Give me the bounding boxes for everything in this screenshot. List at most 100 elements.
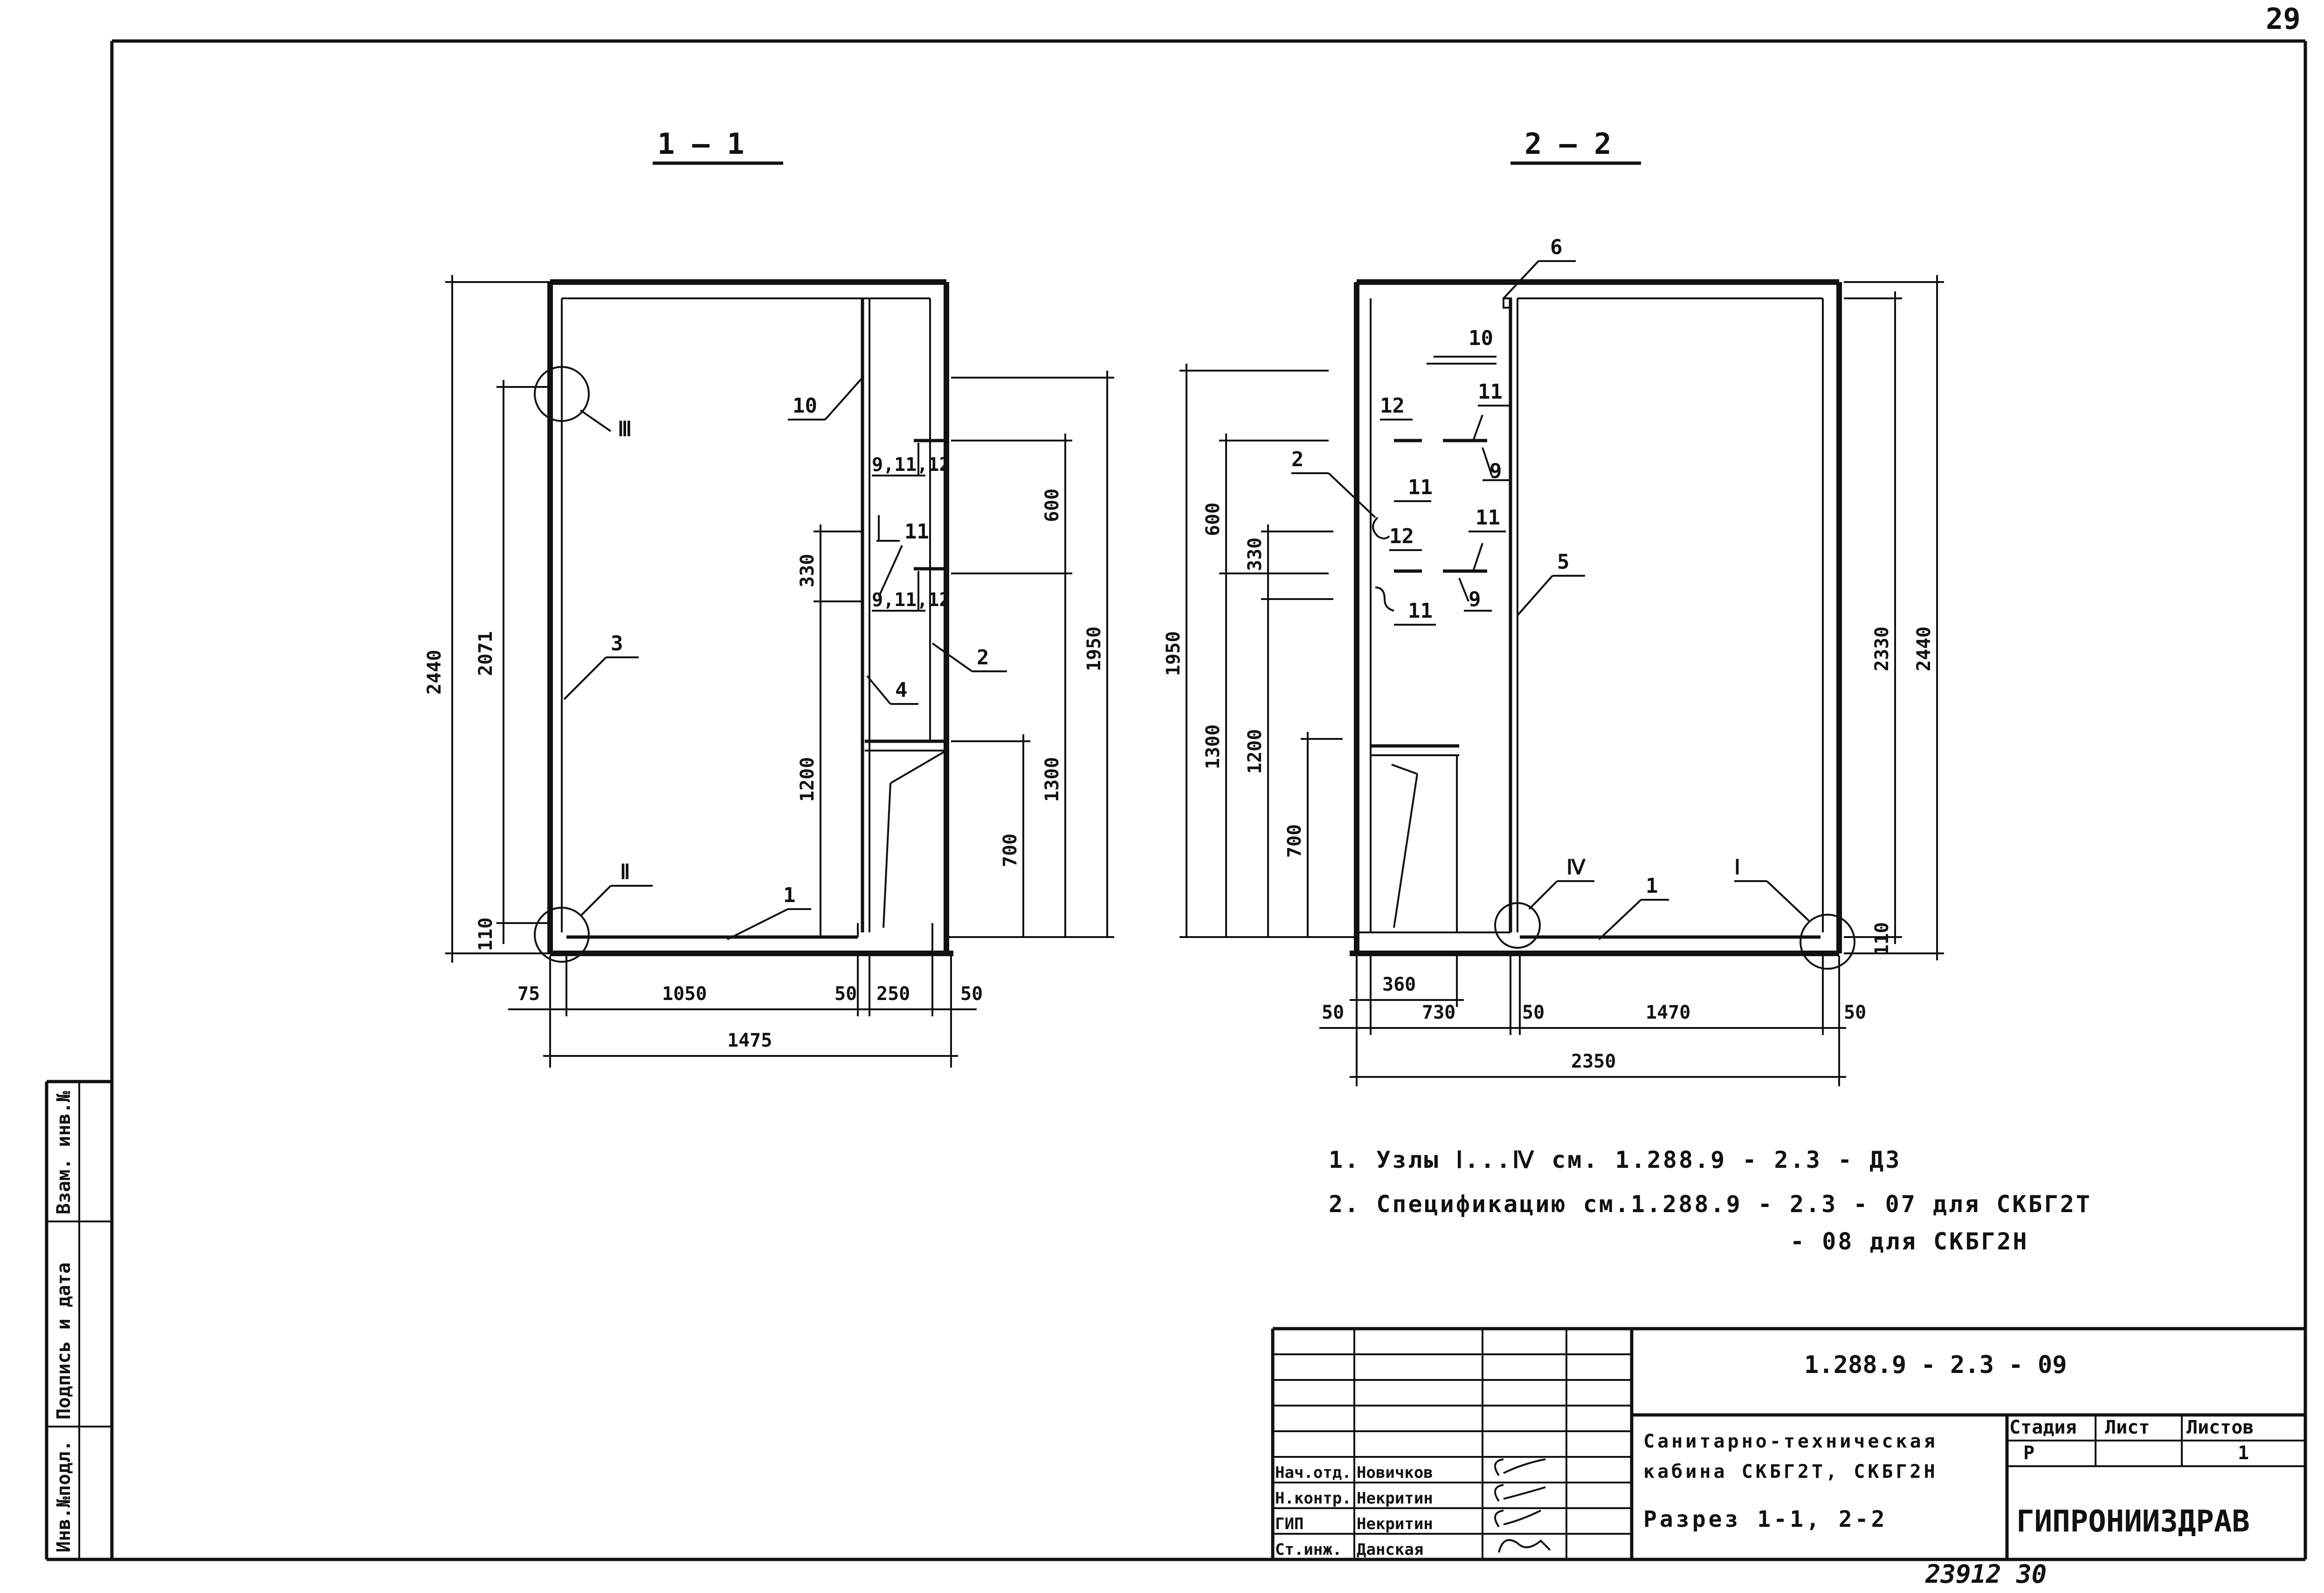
dim-s1-600: 600 (1041, 489, 1063, 522)
section-2-2: 2 — 2 (1163, 127, 1944, 1086)
signature-3 (1494, 1510, 1541, 1528)
part-label-2: 2 (977, 646, 989, 669)
dim-s2-2440: 2440 (1913, 627, 1935, 671)
dim-s2-1470: 1470 (1646, 1002, 1690, 1023)
role-4: Ст.инж. (1275, 1540, 1342, 1559)
section-1-title: 1 — 1 (657, 127, 745, 161)
dim-s1-1950: 1950 (1083, 627, 1105, 671)
sheets-header: Листов (2186, 1417, 2254, 1438)
dim-s1-50b: 50 (960, 983, 983, 1005)
archive-code: 23912 30 (1925, 1559, 2047, 1589)
page-number: 29 (2266, 2, 2301, 36)
part-label-12-bottom: 12 (1389, 524, 1414, 548)
node-label-ii: Ⅱ (620, 860, 630, 884)
name-4: Данская (1357, 1540, 1423, 1559)
part-label-9-bottom: 9 (1469, 587, 1481, 611)
note-3: - 08 для СКБГ2Н (1790, 1228, 2029, 1255)
stamp-vzam: Взам. инв.№ (53, 1091, 75, 1214)
name-3: Некритин (1357, 1515, 1433, 1533)
cabin-walls-1 (547, 279, 953, 956)
stamp-inv-podl: Инв.№подл. (53, 1440, 75, 1552)
node-label-i: Ⅰ (1734, 855, 1740, 879)
dim-s1-250: 250 (876, 983, 910, 1005)
dim-s1-2071: 2071 (475, 631, 497, 676)
sheet-header: Лист (2105, 1417, 2150, 1438)
part-label-9-11-12-top: 9,11,12 (872, 454, 951, 476)
dim-s1-2440: 2440 (424, 650, 445, 695)
cabin-walls-2 (1350, 279, 1842, 956)
dim-s1-1050: 1050 (662, 983, 707, 1005)
dim-s2-1300: 1300 (1202, 724, 1224, 769)
dim-s2-600: 600 (1202, 503, 1224, 536)
dim-s2-2330: 2330 (1871, 627, 1893, 671)
dim-s1-1300: 1300 (1041, 757, 1063, 802)
doc-name-line3: Разрез 1-1, 2-2 (1643, 1506, 1887, 1532)
role-1: Нач.отд. (1275, 1463, 1352, 1482)
part-label-11: 11 (904, 520, 929, 544)
part-label-11-mid: 11 (1408, 476, 1433, 499)
signature-4 (1498, 1539, 1551, 1553)
doc-name-line2: кабина СКБГ2Т, СКБГ2Н (1643, 1461, 1938, 1483)
node-circle-i (1800, 914, 1855, 970)
dim-s2-1950: 1950 (1163, 631, 1184, 676)
dim-s2-360: 360 (1382, 974, 1416, 995)
sheets-value: 1 (2238, 1442, 2249, 1464)
dim-s1-110: 110 (475, 917, 497, 951)
dim-s2-50a: 50 (1322, 1002, 1344, 1023)
node-circle-iv (1494, 902, 1541, 949)
dim-s2-730: 730 (1422, 1002, 1455, 1023)
part-label-11-lower: 11 (1476, 506, 1500, 530)
stage-value: Р (2023, 1442, 2034, 1464)
note-1: 1. Узлы Ⅰ...Ⅳ см. 1.288.9 - 2.3 - Д3 (1329, 1146, 1901, 1173)
section-2-title: 2 — 2 (1524, 127, 1612, 161)
part-label-5: 5 (1557, 550, 1570, 574)
dim-s1-50a: 50 (834, 983, 857, 1005)
node-circle-ii (534, 907, 590, 963)
node-label-iv: Ⅳ (1566, 855, 1586, 879)
note-2: 2. Спецификацию см.1.288.9 - 2.3 - 07 дл… (1329, 1191, 2092, 1218)
part-label-10-s2: 10 (1469, 326, 1493, 350)
part-label-1-s2: 1 (1646, 874, 1658, 898)
section-1-1: 1 — 1 Ⅲ (424, 127, 1114, 1068)
doc-name-line1: Санитарно-техническая (1643, 1431, 1938, 1452)
notes: 1. Узлы Ⅰ...Ⅳ см. 1.288.9 - 2.3 - Д3 2. … (1329, 1146, 2092, 1255)
dim-s2-700: 700 (1284, 824, 1305, 858)
dim-s1-330: 330 (797, 554, 818, 587)
part-label-4: 4 (895, 678, 908, 702)
title-block: 1.288.9 - 2.3 - 09 Санитарно-техническая… (1271, 1327, 2305, 1559)
part-label-1: 1 (783, 883, 796, 907)
dim-s2-2350: 2350 (1571, 1051, 1616, 1072)
signature-1 (1494, 1458, 1546, 1476)
part-label-2-s2: 2 (1291, 448, 1304, 471)
part-label-12-top: 12 (1380, 394, 1405, 418)
doc-code: 1.288.9 - 2.3 - 09 (1804, 1351, 2067, 1379)
part-label-9-11-12-bottom: 9,11,12 (872, 589, 951, 611)
stamp-podpis: Подпись и дата (53, 1262, 75, 1420)
node-circle-iii (534, 366, 590, 422)
part-label-11-bottom: 11 (1408, 599, 1433, 623)
dim-s2-50b: 50 (1522, 1002, 1545, 1023)
dim-s1-75: 75 (517, 983, 540, 1005)
role-2: Н.контр. (1275, 1489, 1352, 1508)
part-6-block (1503, 297, 1512, 309)
dim-s2-50c: 50 (1844, 1002, 1866, 1023)
dim-s1-1475: 1475 (727, 1030, 772, 1051)
node-label-iii: Ⅲ (618, 417, 632, 441)
part-label-6: 6 (1550, 235, 1563, 259)
sheet-frame (47, 39, 2307, 1561)
dim-s2-330: 330 (1244, 538, 1266, 571)
name-2: Некритин (1357, 1489, 1433, 1508)
part-label-9-top: 9 (1490, 459, 1502, 483)
stage-header: Стадия (2009, 1417, 2077, 1438)
dim-s2-110: 110 (1871, 922, 1893, 956)
side-stamp: Инв.№подл. Подпись и дата Взам. инв.№ (45, 1080, 112, 1559)
dim-s1-1200: 1200 (797, 757, 818, 802)
dim-s1-700: 700 (1000, 834, 1021, 867)
role-3: ГИП (1275, 1515, 1303, 1533)
part-label-3: 3 (611, 632, 623, 655)
part-label-10: 10 (793, 394, 817, 418)
organization: ГИПРОНИИЗДРАВ (2016, 1504, 2250, 1539)
dim-s2-1200: 1200 (1244, 729, 1266, 774)
